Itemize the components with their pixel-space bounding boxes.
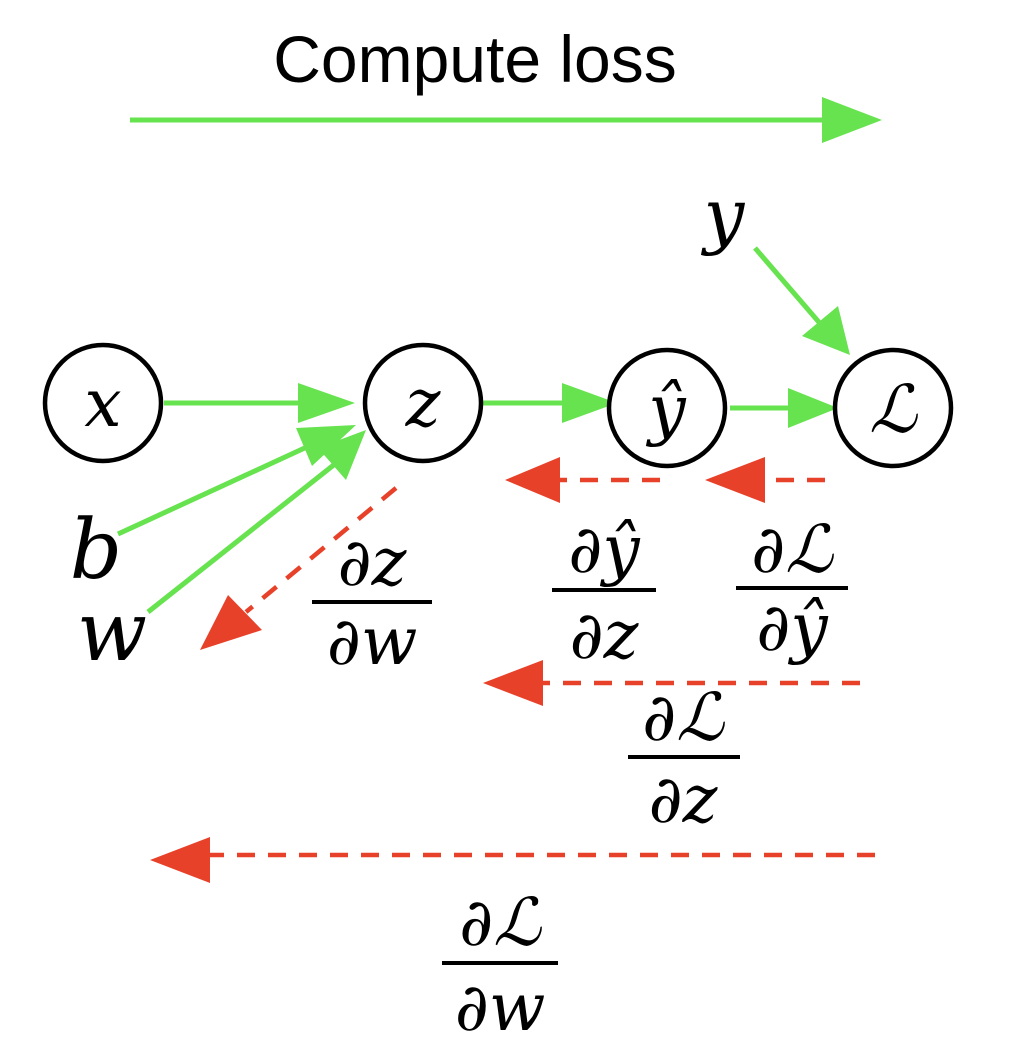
backprop-arrow-dL-dz (483, 660, 860, 706)
node-loss: ℒ (832, 347, 954, 469)
node-x: x (42, 342, 164, 464)
backprop-arrow-dL-dyhat (705, 457, 825, 503)
node-z-label: z (405, 365, 442, 442)
node-yhat-label: ŷ (645, 371, 686, 448)
w-to-z-arrow (146, 430, 366, 614)
backprop-arrow-dyhat-dz (505, 457, 660, 503)
dyhat-dz-denominator: ∂z (570, 597, 640, 674)
compute-loss-title: Compute loss (273, 22, 677, 96)
dL-dw-numerator: ∂ℒ (459, 884, 542, 961)
dL-dw-denominator: ∂w (455, 969, 546, 1046)
dL-dyhat-denominator: ∂ŷ (756, 589, 828, 666)
input-b-label: b (70, 503, 123, 598)
fraction-dyhat-dz: ∂ŷ ∂z (552, 511, 656, 674)
dyhat-dz-numerator: ∂ŷ (568, 511, 640, 588)
input-y-label: y (701, 173, 746, 257)
backprop-arrow-dz-dw (200, 486, 398, 650)
x-to-z-arrow (164, 383, 355, 423)
y-to-loss-arrow (753, 246, 850, 355)
backprop-arrow-dL-dw (150, 837, 875, 883)
dz-dw-denominator: ∂w (327, 603, 418, 680)
fraction-dL-dyhat: ∂ℒ ∂ŷ (736, 511, 848, 666)
dL-dz-denominator: ∂z (649, 761, 719, 838)
dL-dz-numerator: ∂ℒ (642, 679, 725, 756)
node-z: z (362, 342, 484, 464)
fraction-dL-dw: ∂ℒ ∂w (442, 884, 558, 1046)
b-to-z-arrow (116, 425, 356, 537)
dz-dw-numerator: ∂z (338, 524, 408, 601)
dL-dyhat-numerator: ∂ℒ (751, 511, 834, 588)
forward-pass-arrow (130, 97, 882, 143)
z-to-yhat-arrow (483, 383, 617, 423)
node-loss-label: ℒ (869, 371, 918, 448)
fraction-dL-dz: ∂ℒ ∂z (628, 679, 740, 838)
fraction-dz-dw: ∂z ∂w (312, 524, 432, 680)
input-w-label: w (77, 585, 147, 680)
node-yhat: ŷ (606, 347, 728, 469)
node-x-label: x (84, 365, 121, 442)
yhat-to-loss-arrow (730, 388, 838, 428)
